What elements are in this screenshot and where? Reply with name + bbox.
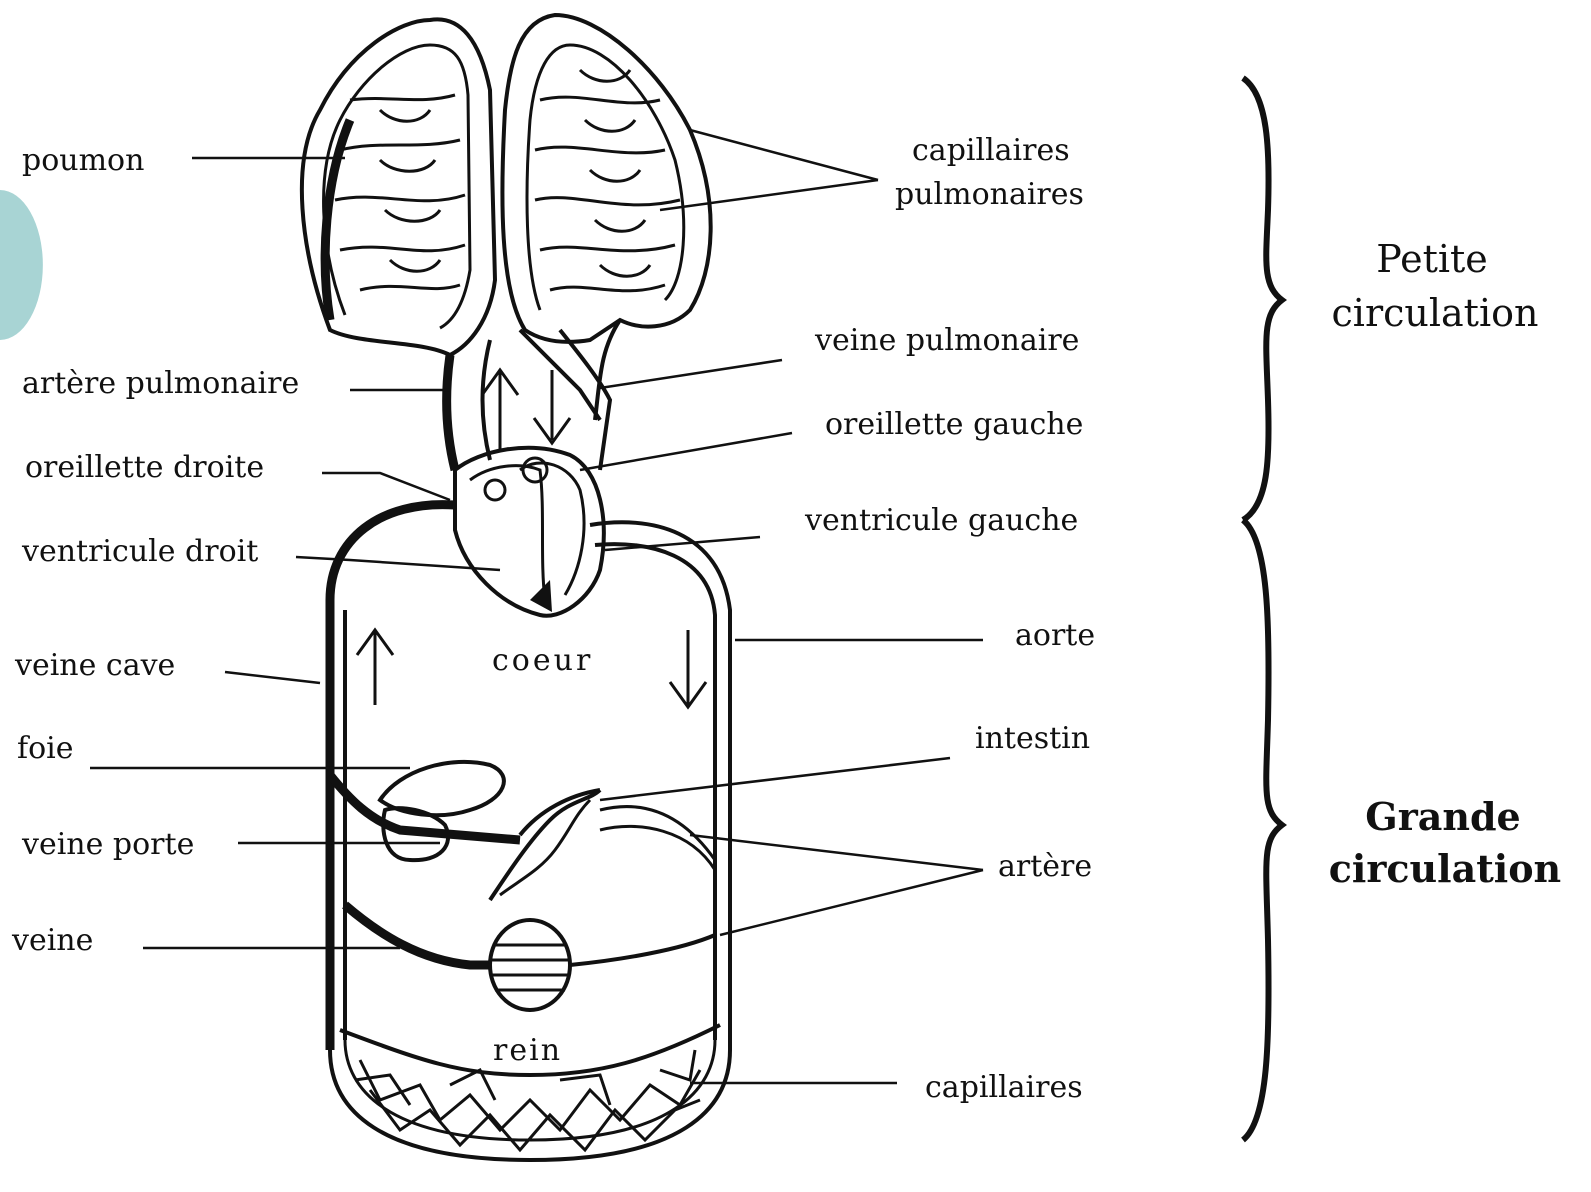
label-petite-circulation: circulation — [1332, 291, 1539, 335]
decorative-teal-arc — [0, 190, 43, 340]
label-veine-cave: veine cave — [14, 648, 175, 683]
heart — [455, 448, 604, 616]
label-ventricule-gauche: ventricule gauche — [804, 503, 1078, 538]
label-grande: Grande — [1365, 794, 1520, 839]
label-coeur: coeur — [492, 643, 593, 678]
label-poumon: poumon — [22, 143, 144, 178]
label-capillaires-pulmonaires-line2: pulmonaires — [895, 177, 1084, 212]
label-veine-pulmonaire: veine pulmonaire — [814, 323, 1079, 358]
label-intestin: intestin — [975, 721, 1090, 756]
braces — [1243, 78, 1282, 1140]
label-grande-circulation: circulation — [1329, 846, 1561, 891]
label-capillaires-pulmonaires-line1: capillaires — [912, 133, 1070, 168]
label-rein: rein — [493, 1033, 562, 1068]
label-petite: Petite — [1376, 237, 1488, 281]
label-aorte: aorte — [1015, 618, 1095, 653]
label-capillaires: capillaires — [925, 1070, 1083, 1105]
label-ventricule-droit: ventricule droit — [21, 534, 258, 569]
label-oreillette-droite: oreillette droite — [25, 450, 264, 485]
label-veine: veine — [11, 923, 93, 958]
lungs — [302, 15, 711, 355]
label-veine-porte: veine porte — [21, 827, 194, 862]
label-artere: artère — [998, 849, 1092, 884]
kidney — [345, 905, 715, 1010]
label-oreillette-gauche: oreillette gauche — [825, 407, 1083, 442]
label-foie: foie — [17, 731, 74, 766]
label-lines — [90, 130, 983, 1083]
liver-intestine — [330, 762, 715, 900]
label-artere-pulmonaire: artère pulmonaire — [22, 366, 299, 401]
